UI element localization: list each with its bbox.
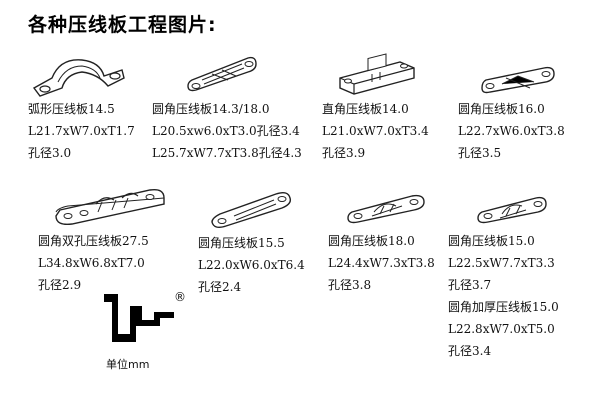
product-name: 圆角压线板15.0 [448, 234, 535, 248]
product-dims: L22.0xW6.0xT6.4 [198, 258, 305, 272]
registered-mark: ® [174, 290, 186, 304]
rounded-clamp-icon [187, 56, 257, 92]
rounded-clamp-icon [211, 191, 292, 229]
product-card: 圆角压线板18.0 L24.4xW7.3xT3.8 孔径3.8 [328, 184, 438, 296]
product-name: 圆角双孔压线板27.5 [38, 234, 149, 248]
product-dims: L20.5xw6.0xT3.0孔径3.4 [152, 124, 300, 138]
product-card: 弧形压线板14.5 L21.7xW7.0xT1.7 孔径3.0 [28, 52, 135, 164]
product-card: 圆角压线板15.0 L22.5xW7.7xT3.3 孔径3.7 圆角加厚压线板1… [448, 186, 559, 362]
product-dims: L34.8xW6.8xT7.0 [38, 256, 145, 270]
product-dims: L21.0xW7.0xT3.4 [322, 124, 429, 138]
product-hole: 孔径2.9 [38, 278, 82, 292]
page-title: 各种压线板工程图片: [28, 14, 217, 36]
product-dims: L21.7xW7.0xT1.7 [28, 124, 135, 138]
arch-clamp-icon [32, 59, 125, 97]
rounded-clamp-icon [347, 194, 425, 224]
product-name: 圆角压线板15.5 [198, 236, 285, 250]
product-card: 圆角压线板14.3/18.0 L20.5xw6.0xT3.0孔径3.4 L25.… [152, 50, 302, 164]
brand-logo-icon [104, 294, 174, 342]
product-hole: 孔径2.4 [198, 280, 242, 294]
product-name: 圆角加厚压线板15.0 [448, 300, 559, 314]
product-card: 直角压线板14.0 L21.0xW7.0xT3.4 孔径3.9 [322, 52, 429, 164]
product-dims: L22.5xW7.7xT3.3 [448, 256, 555, 270]
square-clamp-icon [339, 53, 415, 95]
product-name: 圆角压线板16.0 [458, 102, 545, 116]
product-dims: L22.8xW7.0xT5.0 [448, 322, 555, 336]
product-dims: L22.7xW6.0xT3.8 [458, 124, 565, 138]
product-dims: L25.7xW7.7xT3.8孔径4.3 [152, 146, 302, 160]
rounded-clamp-icon [477, 196, 547, 224]
product-card: 圆角双孔压线板27.5 L34.8xW6.8xT7.0 孔径2.9 [38, 182, 178, 296]
product-hole: 孔径3.8 [328, 278, 372, 292]
product-name: 圆角压线板18.0 [328, 234, 415, 248]
product-name: 弧形压线板14.5 [28, 102, 115, 116]
product-card: 圆角压线板16.0 L22.7xW6.0xT3.8 孔径3.5 [458, 56, 568, 164]
product-dims: L24.4xW7.3xT3.8 [328, 256, 435, 270]
double-hole-clamp-icon [55, 188, 165, 226]
product-name: 直角压线板14.0 [322, 102, 409, 116]
product-hole: 孔径3.0 [28, 146, 72, 160]
rounded-clamp-icon [481, 66, 555, 94]
unit-label: 单位mm [106, 358, 150, 371]
product-name: 圆角压线板14.3/18.0 [152, 102, 270, 116]
product-hole: 孔径3.5 [458, 146, 502, 160]
product-hole: 孔径3.9 [322, 146, 366, 160]
product-hole: 孔径3.7 [448, 278, 492, 292]
product-hole: 孔径3.4 [448, 344, 492, 358]
product-card: 圆角压线板15.5 L22.0xW6.0xT6.4 孔径2.4 [198, 184, 308, 298]
